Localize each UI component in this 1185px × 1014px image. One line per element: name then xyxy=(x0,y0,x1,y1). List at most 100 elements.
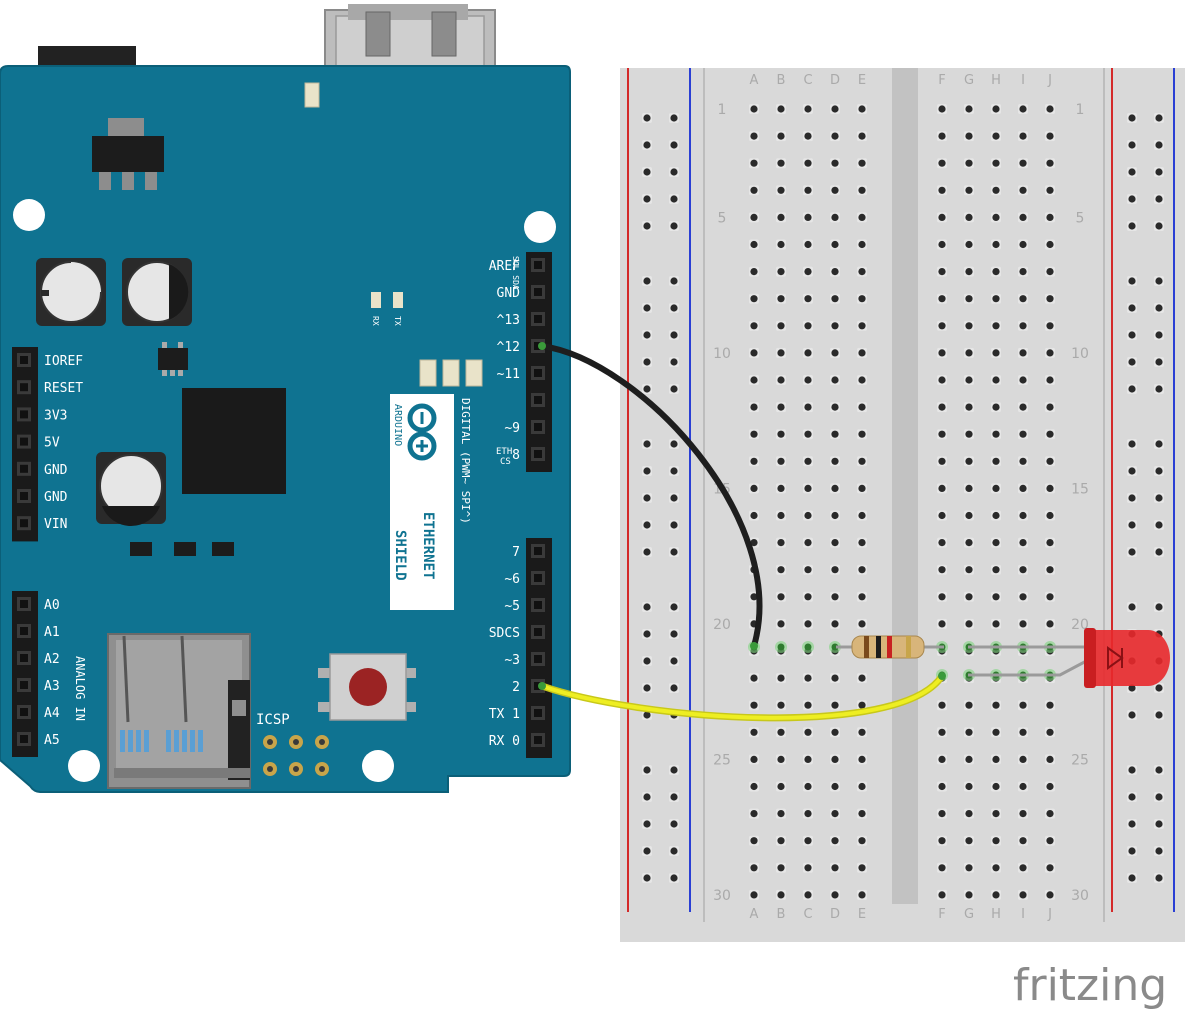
breadboard-hole-center xyxy=(777,674,785,682)
breadboard-hole-center xyxy=(804,566,812,574)
pin-label: ~11 xyxy=(497,367,520,382)
breadboard-hole-center xyxy=(670,114,678,122)
breadboard-hole-center xyxy=(965,349,973,357)
breadboard-hole-center xyxy=(777,755,785,764)
breadboard-hole-center xyxy=(777,511,785,520)
tx-label: TX xyxy=(393,316,402,326)
breadboard-hole-center xyxy=(938,132,946,140)
breadboard-hole-center xyxy=(938,511,946,520)
mount-hole xyxy=(524,211,556,243)
breadboard-hole-center xyxy=(992,593,1000,601)
breadboard-hole-center xyxy=(938,376,946,384)
breadboard-hole-center xyxy=(1128,494,1136,502)
breadboard-hole-center xyxy=(1019,620,1027,628)
breadboard-hole-center xyxy=(643,195,651,203)
breadboard-hole-center xyxy=(1128,168,1136,176)
pin-label: A4 xyxy=(44,706,60,721)
connected-hole-center xyxy=(804,643,812,651)
breadboard-hole-center xyxy=(858,539,866,547)
breadboard-hole-center xyxy=(992,213,1000,221)
breadboard-hole-center xyxy=(1155,304,1163,312)
breadboard-hole-center xyxy=(750,349,758,357)
breadboard-hole-center xyxy=(992,484,1000,492)
header-pin-hole xyxy=(534,655,542,663)
breadboard-hole-center xyxy=(965,430,973,438)
breadboard-hole-center xyxy=(777,186,785,194)
breadboard-hole-center xyxy=(831,620,839,628)
breadboard-hole-center xyxy=(750,511,758,520)
icsp-pin-hole xyxy=(267,766,273,772)
breadboard-hole-center xyxy=(1046,213,1054,221)
breadboard-hole-center xyxy=(670,847,678,855)
breadboard-hole-center xyxy=(750,755,758,764)
breadboard-hole-center xyxy=(992,295,1000,303)
column-label: I xyxy=(1021,73,1025,88)
breadboard-hole-center xyxy=(1019,376,1027,384)
header-pin-hole xyxy=(534,261,542,269)
pin-label: RX 0 xyxy=(489,734,520,749)
breadboard-hole-center xyxy=(1155,521,1163,529)
breadboard-hole-center xyxy=(965,376,973,384)
breadboard-hole-center xyxy=(750,403,758,411)
eth-cs-label-1: ETH xyxy=(496,447,512,457)
breadboard-hole-center xyxy=(965,403,973,411)
breadboard-hole-center xyxy=(965,322,973,330)
status-led xyxy=(304,82,320,108)
column-label: E xyxy=(858,907,866,922)
breadboard-hole-center xyxy=(643,847,651,855)
breadboard-hole-center xyxy=(831,376,839,384)
reset-button[interactable] xyxy=(318,653,416,721)
breadboard-hole-center xyxy=(1128,847,1136,855)
pin-label: ~6 xyxy=(504,572,520,587)
breadboard-hole-center xyxy=(804,295,812,303)
breadboard-hole-center xyxy=(750,837,758,845)
breadboard-hole-center xyxy=(938,620,946,628)
breadboard-hole-center xyxy=(804,430,812,438)
breadboard-hole-center xyxy=(1019,593,1027,601)
breadboard-hole-center xyxy=(777,566,785,574)
breadboard-hole-center xyxy=(1019,268,1027,276)
breadboard-hole-center xyxy=(643,820,651,828)
column-label: B xyxy=(777,73,786,88)
pin-label: IOREF xyxy=(44,354,83,369)
breadboard-hole-center xyxy=(804,701,812,709)
breadboard-hole-center xyxy=(1019,457,1027,465)
breadboard-hole-center xyxy=(858,511,866,520)
breadboard-holes xyxy=(642,104,1164,900)
breadboard-hole-center xyxy=(777,728,785,736)
breadboard-hole-center xyxy=(965,539,973,547)
breadboard-hole-center xyxy=(777,593,785,601)
breadboard-hole-center xyxy=(1019,511,1027,520)
breadboard-hole-center xyxy=(1046,484,1054,492)
breadboard-hole-center xyxy=(777,295,785,303)
pin-label: SDCS xyxy=(489,626,520,641)
breadboard-hole-center xyxy=(777,891,785,899)
small-ic xyxy=(130,542,234,556)
breadboard-hole-center xyxy=(1019,240,1027,249)
breadboard-hole-center xyxy=(831,322,839,330)
breadboard-hole-center xyxy=(750,159,758,167)
breadboard-hole-center xyxy=(643,766,651,774)
breadboard-hole-center xyxy=(858,105,866,113)
breadboard-hole-center xyxy=(1019,186,1027,194)
breadboard-hole-center xyxy=(670,630,678,638)
breadboard-hole-center xyxy=(1128,874,1136,882)
breadboard-hole-center xyxy=(1155,494,1163,502)
sd-contact xyxy=(198,730,203,752)
breadboard-hole-center xyxy=(938,159,946,167)
breadboard-hole-center xyxy=(1155,195,1163,203)
breadboard-hole-center xyxy=(1019,728,1027,736)
column-label: H xyxy=(991,907,1001,922)
breadboard-hole-center xyxy=(804,403,812,411)
breadboard-hole-center xyxy=(1155,141,1163,149)
breadboard-hole-center xyxy=(1019,755,1027,764)
header-pin-hole xyxy=(20,654,28,662)
breadboard-hole-center xyxy=(1019,159,1027,167)
breadboard-hole-center xyxy=(858,620,866,628)
header-pin-hole xyxy=(534,423,542,431)
header-pin-hole xyxy=(534,736,542,744)
breadboard-hole-center xyxy=(804,457,812,465)
breadboard-hole-center xyxy=(938,566,946,574)
pin-label: ^12 xyxy=(497,340,520,355)
